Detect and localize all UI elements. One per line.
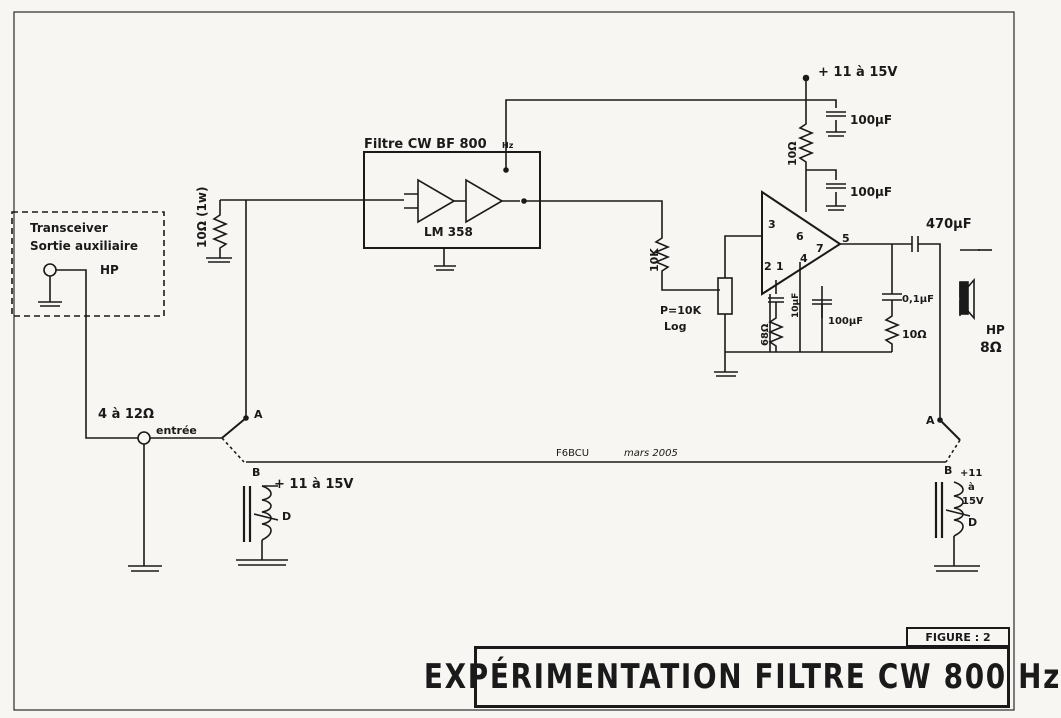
supply-top-label: + 11 à 15V xyxy=(818,65,898,80)
relay-supply-left-label: + 11 à 15V xyxy=(274,477,354,492)
relay-supply-right-2: à xyxy=(968,481,975,493)
op-amp-1 xyxy=(417,178,456,224)
pot-label: P=10K xyxy=(660,304,702,317)
pin-1-label: 1 xyxy=(776,260,784,273)
cap-100uf-a-label: 100μF xyxy=(850,113,892,127)
speaker-icon xyxy=(959,281,969,315)
op-amp-2 xyxy=(465,178,504,224)
schematic-sheet: Filtre CW BF 800 Hz LM 358 Transceiver S… xyxy=(11,11,1015,711)
filter-hz-label: Hz xyxy=(502,141,514,150)
title-block: EXPÉRIMENTATION FILTRE CW 800 Hz xyxy=(423,646,1059,708)
transceiver-label: Transceiver xyxy=(30,221,108,235)
wiring xyxy=(11,74,992,572)
res-68-label: 68Ω xyxy=(760,323,771,346)
pin-3-label: 3 xyxy=(768,218,776,231)
potentiometer xyxy=(717,277,733,315)
hp-out-label: HP xyxy=(986,323,1005,337)
relay-supply-right-1: +11 xyxy=(960,468,982,479)
switch-a-left-label: A xyxy=(254,408,263,421)
page-border xyxy=(13,11,1015,711)
pin-6-label: 6 xyxy=(796,230,804,243)
switch-b-left-label: B xyxy=(252,466,260,479)
ic-filter-label: LM 358 xyxy=(424,225,473,239)
signature-label: F6BCU xyxy=(556,448,589,459)
pot-log-label: Log xyxy=(664,320,686,333)
relay-d-right-label: D xyxy=(968,516,977,529)
relay-supply-right-3: 15V xyxy=(962,496,984,507)
pin-5-label: 5 xyxy=(842,232,850,245)
filter-box-label: Filtre CW BF 800 xyxy=(364,137,487,152)
cap-100uf-c-label: 100μF xyxy=(828,316,863,327)
power-amp xyxy=(761,190,842,296)
figure-number: FIGURE : 2 xyxy=(906,627,1010,647)
switch-b-right-label: B xyxy=(944,464,952,477)
res-10-1w-label: 10Ω (1w) xyxy=(195,187,209,248)
cap-100uf-b-label: 100μF xyxy=(850,185,892,199)
switch-a-right-label: A xyxy=(926,414,935,427)
date-label: mars 2005 xyxy=(624,448,678,459)
aux-out-label: Sortie auxiliaire xyxy=(30,239,138,253)
cap-01uf-label: 0,1μF xyxy=(902,294,934,305)
cap-470uf-label: 470μF xyxy=(926,217,972,232)
pin-2-label: 2 xyxy=(764,260,772,273)
hp-in-label: HP xyxy=(100,263,119,277)
transceiver-box xyxy=(11,211,165,317)
impedance-in-label: 4 à 12Ω xyxy=(98,407,154,422)
cap-10uf-label: 10μF xyxy=(791,293,801,318)
res-10k-label: 10K xyxy=(648,248,661,272)
res-10-out-label: 10Ω xyxy=(902,328,927,341)
figure-label: FIGURE : 2 xyxy=(925,630,991,644)
hp-out-ohm-label: 8Ω xyxy=(980,340,1002,356)
page-title: EXPÉRIMENTATION FILTRE CW 800 Hz xyxy=(423,657,1061,697)
pin-4-label: 4 xyxy=(800,252,808,265)
pin-7-label: 7 xyxy=(816,242,824,255)
entree-label: entrée xyxy=(156,424,197,437)
relay-d-left-label: D xyxy=(282,510,291,523)
res-10-top-label: 10Ω xyxy=(786,141,799,166)
